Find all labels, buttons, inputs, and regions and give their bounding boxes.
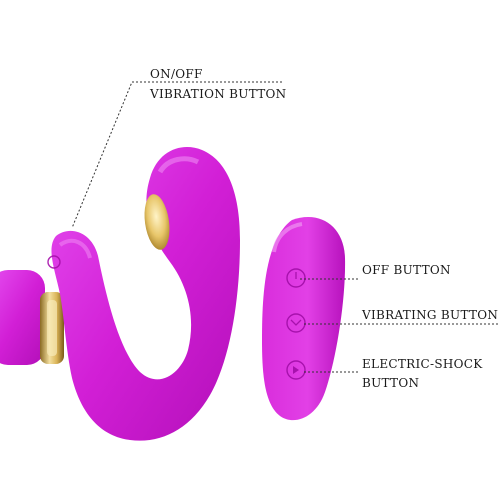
callout-label-electric-shock-line1: ELECTRIC-SHOCK [362,357,483,371]
callout-lines [71,81,500,373]
callout-label-on-off-line1: ON/OFF [150,67,203,81]
callout-label-electric-shock: ELECTRIC-SHOCK BUTTON [362,356,483,391]
device-body [51,147,240,441]
vibrating-button[interactable] [286,313,306,333]
device-handle [0,270,45,365]
callout-label-electric-shock-line2: BUTTON [362,376,420,390]
callout-label-on-off: ON/OFF [150,66,203,82]
gold-pad [144,194,170,250]
callout-label-vibration-button: VIBRATION BUTTON [150,86,286,102]
gold-ring [40,292,64,364]
callout-line-on-off [71,81,282,229]
callout-label-off: OFF BUTTON [362,263,451,277]
electric-shock-button[interactable] [286,360,306,380]
on-off-button[interactable] [47,255,61,269]
callout-label-vibrating: VIBRATING BUTTON [362,308,499,322]
callout-label-on-off-line2: VIBRATION BUTTON [150,87,287,101]
off-button[interactable] [286,268,306,288]
